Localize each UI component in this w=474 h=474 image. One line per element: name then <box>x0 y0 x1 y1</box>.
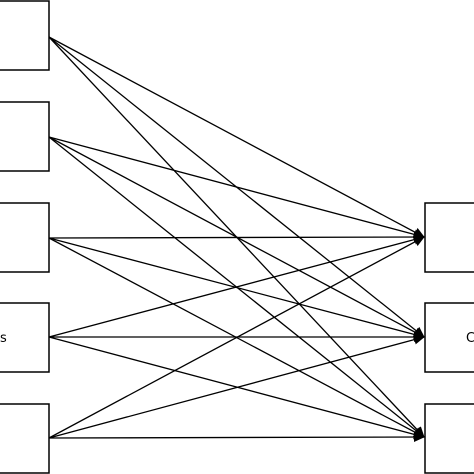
right-node-3 <box>424 403 474 474</box>
edge-l1-r1 <box>48 36 425 238</box>
edge-l3-r1 <box>48 232 425 243</box>
left-node-1 <box>0 0 50 71</box>
left-node-4 <box>0 302 50 373</box>
right-node-1 <box>424 202 474 273</box>
edge-l5-r2 <box>48 334 425 439</box>
edge-l2-r1 <box>48 136 425 240</box>
left-node-5 <box>0 403 50 474</box>
right-node-2-label: C <box>466 331 474 346</box>
edge-l4-r1 <box>48 234 425 338</box>
edge-l5-r1 <box>48 236 425 439</box>
left-nodes-group: s <box>0 0 50 474</box>
right-node-2 <box>424 302 474 373</box>
left-node-3 <box>0 202 50 273</box>
right-nodes-group: C <box>424 202 474 474</box>
edge-l5-r3 <box>48 432 425 443</box>
left-node-2 <box>0 101 50 172</box>
left-node-4-label: s <box>0 331 7 346</box>
edges-group <box>48 36 425 443</box>
